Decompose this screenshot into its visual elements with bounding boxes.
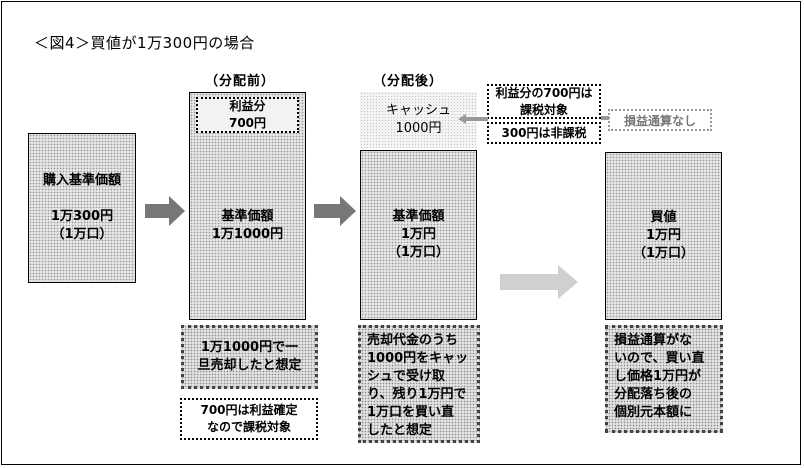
sold-assumption-note: 1万1000円で一 旦売却したと想定 [181, 325, 318, 389]
cost-basis-note: 損益通算がな いので、買い直 し価格1万円が 分配落ち後の 個別元本額に [605, 325, 723, 433]
taxable-profit-note: 利益分の700円は 課税対象 [487, 84, 601, 119]
cost-basis-line2: いので、買い直 [614, 351, 705, 366]
buy-price-box: 買値 1万円 （1万口） [605, 152, 722, 320]
no-loss-offset-note: 損益通算なし [608, 109, 712, 131]
after-distribution-box: 基準価額 1万円 （1万口） [360, 150, 477, 320]
buy-price-units: （1万口） [632, 246, 695, 261]
rebuy-line4: り、残り1万円で [367, 387, 467, 402]
label-before-distribution: （分配前） [205, 74, 276, 89]
profit-portion-note: 利益分 700円 [196, 97, 299, 133]
non-taxable-text: 300円は非課税 [501, 125, 587, 140]
no-loss-offset-text: 損益通算なし [623, 113, 696, 128]
connector-no-offset [601, 116, 609, 120]
cost-basis-line1: 損益通算がな [614, 333, 693, 348]
rebuy-line1: 売却代金のうち [367, 333, 459, 348]
profit-portion-label: 利益分 [229, 99, 266, 113]
arrow-before-to-after [314, 196, 356, 226]
rebuy-line2: 1000円をキャッ [367, 351, 469, 366]
profit-confirmed-line2: なので課税対象 [206, 420, 291, 434]
profit-portion-value: 700円 [228, 116, 267, 130]
purchase-basis-box: 購入基準価額 1万300円 （1万口） [28, 133, 136, 283]
after-nav-value: 1万円 [400, 227, 437, 242]
rebuy-assumption-note: 売却代金のうち 1000円をキャッ シュで受け取 り、残り1万円で 1万口を買い… [358, 325, 480, 443]
sold-assumption-line1: 1万1000円で一 [200, 340, 299, 355]
cost-basis-line3: し価格1万円が [614, 369, 702, 384]
taxable-profit-line1: 利益分の700円は [495, 85, 593, 100]
arrow-tax-to-cash [458, 114, 488, 124]
cash-box: キャッシュ 1000円 [360, 92, 477, 148]
purchase-basis-units: （1万口） [51, 227, 113, 242]
arrow-purchase-to-before [145, 196, 185, 226]
cost-basis-line5: 個別元本額に [614, 405, 693, 420]
taxable-profit-line2: 課税対象 [519, 102, 568, 117]
arrow-after-to-buy [500, 265, 578, 299]
profit-confirmed-line1: 700円は利益確定 [200, 403, 298, 417]
sold-assumption-line2: 旦売却したと想定 [197, 358, 302, 373]
after-nav-units: （1万口） [387, 245, 450, 260]
purchase-basis-label: 購入基準価額 [42, 173, 121, 188]
rebuy-line5: 1万口を買い直 [367, 405, 455, 420]
before-nav-value: 1万1000円 [211, 227, 284, 242]
cost-basis-line4: 分配落ち後の [614, 387, 693, 402]
purchase-basis-value: 1万300円 [50, 209, 114, 224]
non-taxable-note: 300円は非課税 [487, 122, 601, 144]
buy-price-label: 買値 [650, 210, 677, 225]
label-after-distribution: （分配後） [373, 74, 444, 89]
after-nav-label: 基準価額 [392, 209, 445, 224]
profit-confirmed-note: 700円は利益確定 なので課税対象 [180, 398, 318, 440]
rebuy-line3: シュで受け取 [367, 369, 446, 384]
before-nav-label: 基準価額 [221, 209, 274, 224]
buy-price-value: 1万円 [645, 228, 682, 243]
cash-label: キャッシュ [385, 103, 451, 118]
rebuy-line6: したと想定 [367, 423, 433, 438]
figure-title: ＜図4＞買値が1万300円の場合 [34, 34, 255, 52]
cash-value: 1000円 [395, 121, 442, 136]
